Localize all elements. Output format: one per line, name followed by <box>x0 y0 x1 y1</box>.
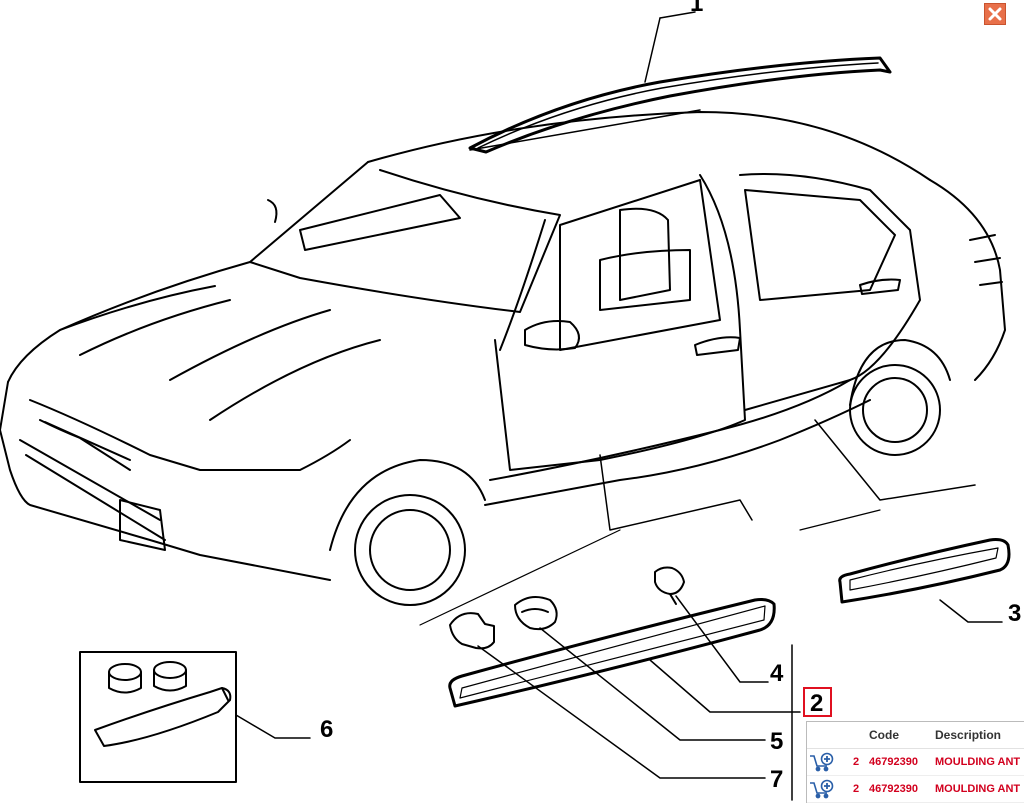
callout-6[interactable]: 6 <box>320 716 334 743</box>
description-column-header: Description <box>935 728 1002 742</box>
add-to-cart-icon[interactable] <box>809 752 835 782</box>
quantity-cell: 2 <box>853 756 860 768</box>
front-door-moulding-part <box>448 598 801 713</box>
parts-table-header: Code Description <box>807 722 1024 749</box>
add-to-cart-icon[interactable] <box>809 779 835 809</box>
callout-7[interactable]: 7 <box>770 766 784 793</box>
code-cell: 46792390 <box>869 756 918 768</box>
adhesive-kit-part <box>79 651 311 783</box>
callout-5[interactable]: 5 <box>770 728 784 755</box>
car-illustration <box>0 109 1006 606</box>
selected-callout-highlight <box>803 687 832 717</box>
callout-1[interactable]: 1 <box>690 0 704 17</box>
roof-moulding-part <box>468 11 892 154</box>
callout-2[interactable]: 2 <box>810 690 824 717</box>
rear-door-moulding-part <box>838 538 1011 623</box>
close-button[interactable] <box>984 3 1006 25</box>
description-cell: MOULDING ANT <box>935 756 1021 768</box>
table-row[interactable]: 2 46792390 MOULDING ANT <box>807 776 1024 803</box>
clip-part-5 <box>514 595 766 741</box>
description-cell: MOULDING ANT <box>935 783 1021 795</box>
parts-table: Code Description 2 46792390 MOULDING ANT <box>806 721 1024 803</box>
callout-4[interactable]: 4 <box>770 660 784 687</box>
table-row[interactable]: 2 46792390 MOULDING ANT <box>807 749 1024 776</box>
code-column-header: Code <box>869 728 899 742</box>
callout-3[interactable]: 3 <box>1008 600 1022 627</box>
quantity-cell: 2 <box>853 783 860 795</box>
close-icon <box>988 7 1002 21</box>
code-cell: 46792390 <box>869 783 918 795</box>
clip-part-7 <box>449 612 766 779</box>
clip-part-4 <box>654 566 769 683</box>
